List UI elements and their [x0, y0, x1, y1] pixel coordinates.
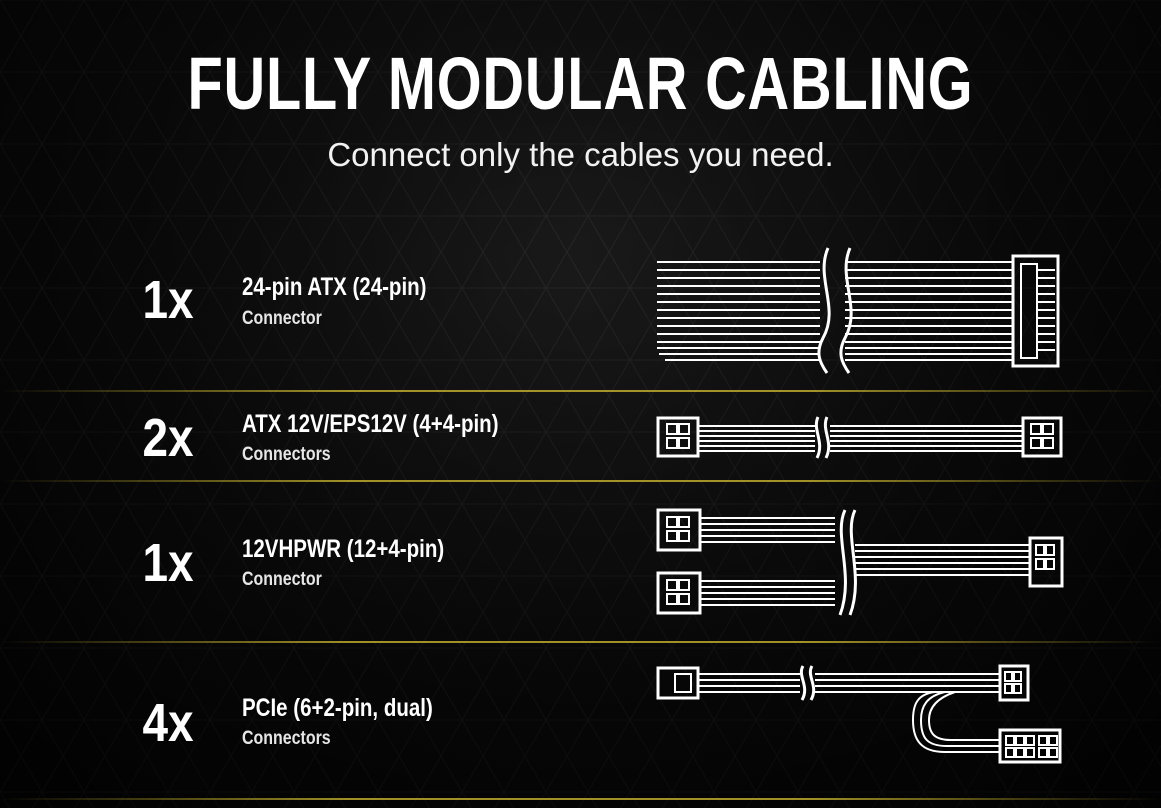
quantity-label: 1x: [142, 270, 194, 330]
12vhpwr-cable-icon: [656, 508, 1064, 616]
row-divider: [0, 480, 1161, 482]
cable-subtitle: Connector: [242, 308, 322, 329]
quantity-label: 2x: [142, 408, 194, 468]
row-divider: [0, 390, 1161, 392]
eps-cable-icon: [656, 416, 1063, 459]
quantity-label: 1x: [142, 533, 194, 593]
cable-name: 12VHPWR (12+4-pin): [242, 535, 445, 563]
row-divider: [0, 798, 1161, 800]
cable-subtitle: Connector: [242, 569, 322, 590]
pcie-dual-cable-icon: [656, 664, 1062, 764]
cable-name: 24-pin ATX (24-pin): [242, 273, 427, 301]
quantity-label: 4x: [142, 693, 194, 753]
cable-name: ATX 12V/EPS12V (4+4-pin): [242, 410, 499, 438]
cable-subtitle: Connectors: [242, 444, 331, 465]
row-divider: [0, 641, 1161, 643]
cable-subtitle: Connectors: [242, 728, 331, 749]
page-subtitle: Connect only the cables you need.: [327, 136, 834, 173]
cable-name: PCIe (6+2-pin, dual): [242, 694, 433, 722]
atx-24pin-cable-icon: [657, 247, 1060, 374]
page-title: FULLY MODULAR CABLING: [187, 42, 974, 125]
